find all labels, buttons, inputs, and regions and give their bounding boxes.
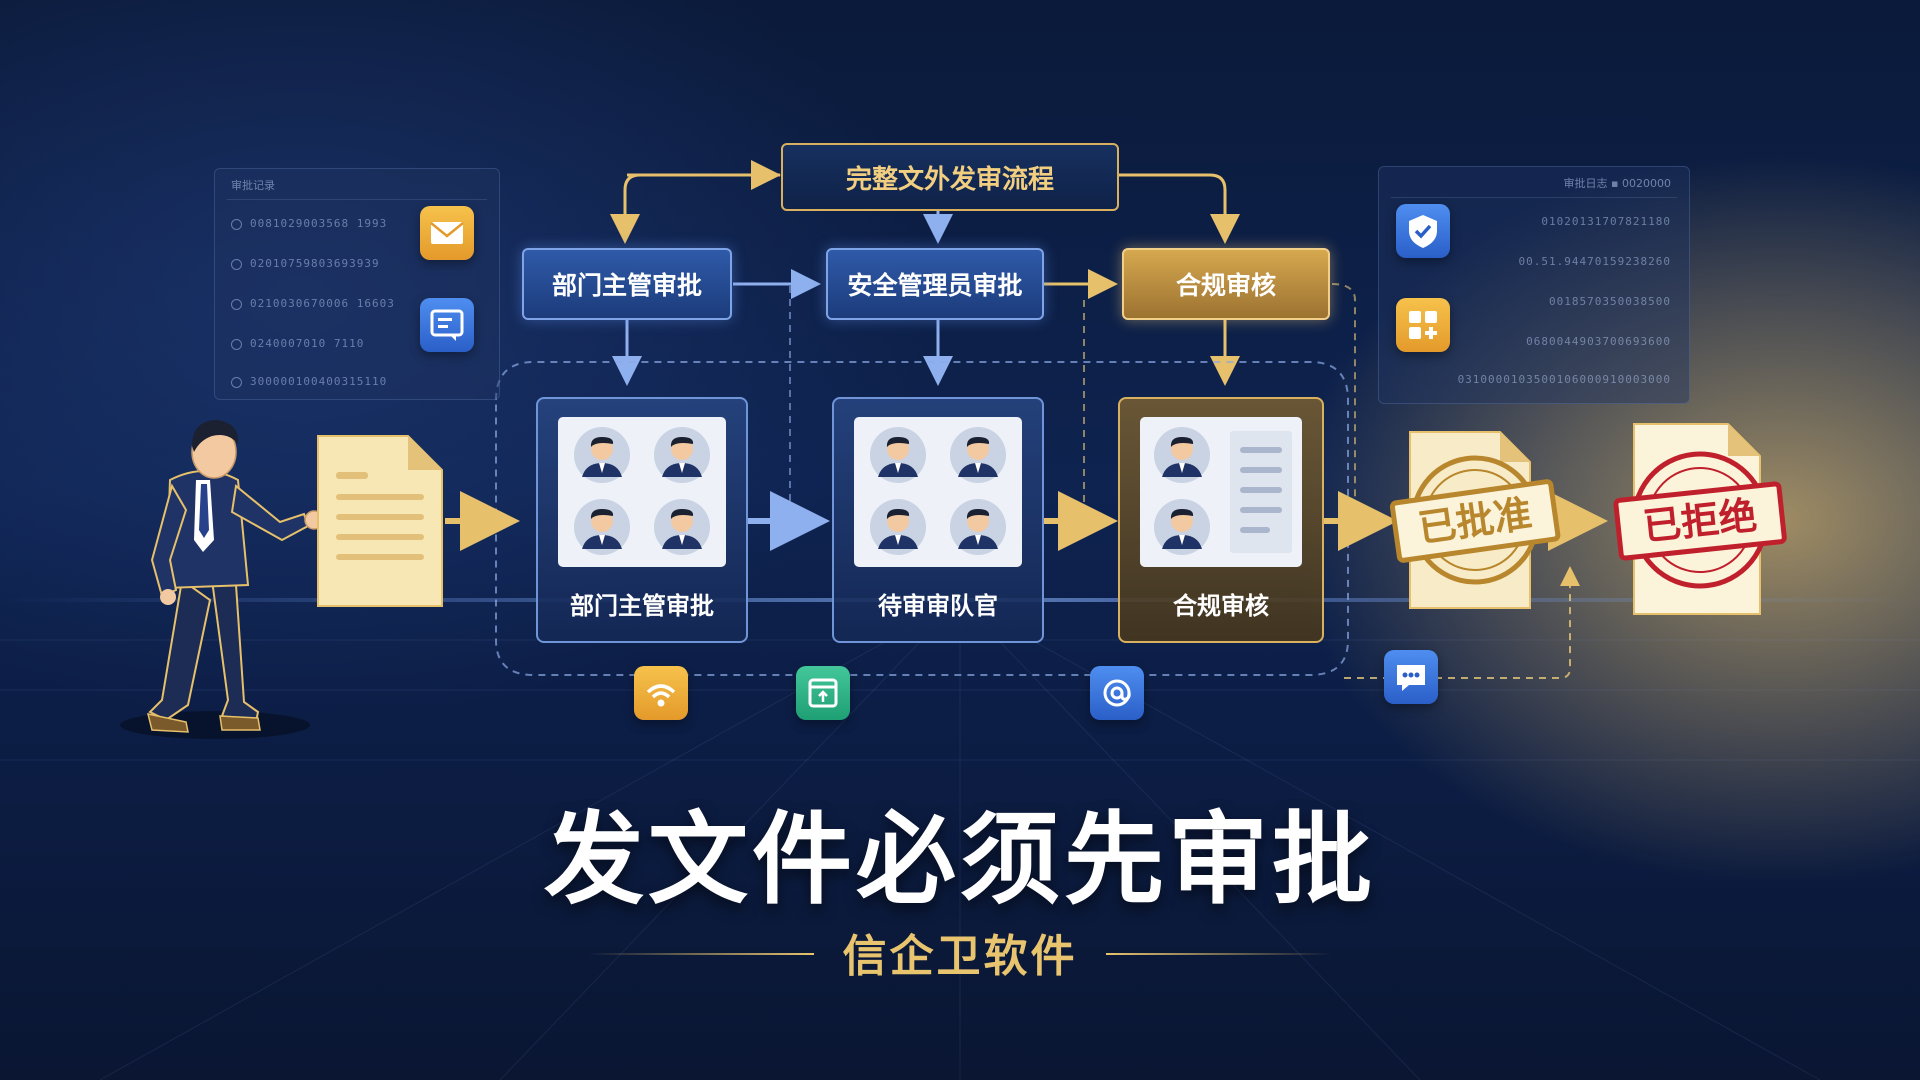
radio-icon (231, 376, 242, 388)
person-avatar-icon (1154, 499, 1210, 555)
person-avatar-icon (574, 499, 630, 555)
right-panel-row: 0018570350038500 (1549, 295, 1671, 308)
reviewer-group-icon (854, 417, 1022, 567)
right-panel-row: 00.51.94470159238260 (1518, 255, 1671, 268)
wifi-icon (634, 666, 688, 720)
person-avatar-icon (1154, 427, 1210, 483)
brand-divider-right (1106, 953, 1332, 955)
dashed-routing (495, 283, 1580, 679)
right-panel-row: 0310000103500106000910003000 (1457, 373, 1671, 386)
person-avatar-icon (574, 427, 630, 483)
brand-divider-left (588, 953, 814, 955)
queue-label: 合规审核 (1173, 592, 1269, 620)
chat-bubble-icon (1384, 650, 1438, 704)
queue-pending-review: 待审审队官 (832, 397, 1044, 643)
queue-compliance: 合规审核 (1118, 397, 1324, 643)
queue-label: 待审审队官 (878, 592, 998, 620)
flow-connectors-top (610, 160, 1240, 299)
stage-department-approval: 部门主管审批 (522, 248, 732, 320)
left-panel-row: 0210030670006 16603 (231, 297, 395, 310)
person-avatar-icon (870, 499, 926, 555)
person-avatar-icon (654, 427, 710, 483)
stage-security-admin-approval: 安全管理员审批 (826, 248, 1044, 320)
shield-check-icon (1396, 204, 1450, 258)
left-data-panel: 审批记录 0081029003568 1993 0201075980369393… (214, 168, 500, 400)
left-panel-row: 02010759803693939 (231, 257, 380, 270)
stage-queue-connectors (612, 318, 1240, 386)
upload-form-icon (796, 666, 850, 720)
businessman-figure (120, 420, 324, 739)
queue-label: 部门主管审批 (570, 592, 714, 620)
reviewer-group-icon (558, 417, 726, 567)
person-avatar-icon (950, 427, 1006, 483)
left-panel-row: 0081029003568 1993 (231, 217, 387, 230)
left-panel-row: 300000100400315110 (231, 375, 387, 388)
panel-divider (1391, 197, 1677, 198)
headline: 发文件必须先审批 (544, 801, 1376, 918)
panel-divider (227, 199, 487, 200)
compliance-document-icon (1140, 417, 1302, 567)
approved-document (1389, 431, 1561, 609)
radio-icon (231, 218, 242, 230)
at-sign-icon (1090, 666, 1144, 720)
source-document-icon (317, 435, 443, 607)
right-panel-title: 审批日志 ▪ 0020000 (1563, 177, 1671, 190)
person-avatar-icon (654, 499, 710, 555)
flow-title: 完整文外发审流程 (781, 143, 1119, 211)
right-panel-row: 0680044903700693600 (1526, 335, 1671, 348)
queue-department: 部门主管审批 (536, 397, 748, 643)
stage-compliance-review: 合规审核 (1122, 248, 1330, 320)
brand-name: 信企卫软件 (842, 931, 1078, 982)
radio-icon (231, 258, 242, 270)
person-avatar-icon (950, 499, 1006, 555)
grid-app-icon (1396, 298, 1450, 352)
left-panel-title: 审批记录 (231, 179, 275, 192)
right-panel-row: 01020131707821180 (1541, 215, 1671, 228)
right-data-panel: 审批日志 ▪ 0020000 01020131707821180 00.51.9… (1378, 166, 1690, 404)
left-panel-row: 0240007010 7110 (231, 337, 364, 350)
rejected-document (1613, 423, 1787, 615)
person-avatar-icon (870, 427, 926, 483)
mail-icon (420, 206, 474, 260)
message-board-icon (420, 298, 474, 352)
radio-icon (231, 338, 242, 350)
radio-icon (231, 298, 242, 310)
